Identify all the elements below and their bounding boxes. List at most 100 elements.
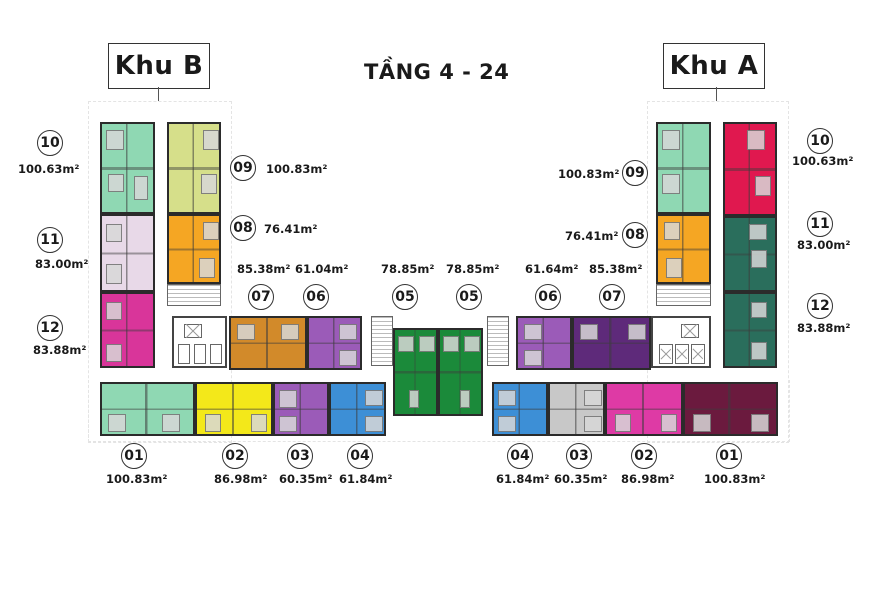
unit-number-b-01: 01 [121,443,147,469]
unit-number-a-01: 01 [716,443,742,469]
unit-number-a-09: 09 [622,160,648,186]
elevator [675,344,689,364]
unit-number-a-07: 07 [599,284,625,310]
elevator [691,344,705,364]
unit-number-b-02: 02 [222,443,248,469]
room [237,324,255,340]
room [755,176,771,196]
unit-area-a-02: 86.98m² [621,472,675,486]
room [205,414,221,432]
unit-area-b-11: 83.00m² [35,257,89,271]
room [106,224,122,242]
room [279,416,297,432]
room [108,174,124,192]
unit-number-a-02: 02 [631,443,657,469]
room [409,390,419,408]
unit-area-b-01: 100.83m² [106,472,168,486]
unit-a-09[interactable] [656,122,711,214]
unit-number-b-09: 09 [230,155,256,181]
unit-area-b-10: 100.63m² [18,162,80,176]
unit-b-07[interactable] [229,316,307,370]
unit-area-b-12: 83.88m² [33,343,87,357]
unit-a-02[interactable] [605,382,683,436]
room [365,390,383,406]
elevator [681,324,699,338]
khu-b-frame [88,101,232,443]
unit-a-05[interactable] [438,328,483,416]
floor-title: TẦNG 4 - 24 [364,60,510,84]
elevator-core-a [651,316,711,368]
unit-number-b-07: 07 [248,284,274,310]
unit-area-a-04: 61.84m² [496,472,550,486]
elevator [659,344,673,364]
unit-number-a-06: 06 [535,284,561,310]
stairwell-center-left [371,316,393,366]
room [251,414,267,432]
unit-a-07[interactable] [572,316,651,370]
unit-number-b-06: 06 [303,284,329,310]
room [464,336,480,352]
unit-b-09[interactable] [167,122,221,214]
room [662,174,680,194]
room [419,336,435,352]
room [584,416,602,432]
zone-label-khu-b: Khu B [108,43,210,89]
unit-area-a-03: 60.35m² [554,472,608,486]
unit-a-03[interactable] [548,382,605,436]
unit-a-11[interactable] [723,216,777,292]
unit-area-b-06: 61.04m² [295,262,349,276]
zone-b-connector [158,87,159,101]
unit-number-b-05: 05 [392,284,418,310]
unit-a-12[interactable] [723,292,777,368]
room [281,324,299,340]
unit-b-05[interactable] [393,328,438,416]
room [398,336,414,352]
room [662,130,680,150]
room [524,324,542,340]
room [106,130,124,150]
unit-a-06[interactable] [516,316,572,370]
room [666,258,682,278]
unit-number-a-12: 12 [807,293,833,319]
unit-b-11[interactable] [100,214,155,292]
unit-number-a-05: 05 [456,284,482,310]
room [664,222,680,240]
room [365,416,383,432]
room [751,342,767,360]
room [524,350,542,366]
unit-b-06[interactable] [307,316,362,370]
unit-b-01[interactable] [100,382,195,436]
unit-a-08[interactable] [656,214,711,284]
unit-b-03[interactable] [273,382,329,436]
unit-b-04[interactable] [329,382,386,436]
room [106,264,122,284]
shaft [210,344,222,364]
unit-b-10[interactable] [100,122,155,214]
unit-a-01[interactable] [683,382,778,436]
unit-area-a-06: 61.64m² [525,262,579,276]
stairwell-b [167,284,221,306]
unit-area-a-05: 78.85m² [446,262,500,276]
room [751,250,767,268]
bottom-frame [88,380,790,442]
unit-b-08[interactable] [167,214,221,284]
room [279,390,297,408]
room [106,302,122,320]
stairwell-a [656,284,711,306]
room [580,324,598,340]
shaft [194,344,206,364]
room [162,414,180,432]
room [201,174,217,194]
shaft [178,344,190,364]
unit-b-12[interactable] [100,292,155,368]
unit-a-04[interactable] [492,382,548,436]
room [460,390,470,408]
room [134,176,148,200]
unit-number-a-10: 10 [807,128,833,154]
elevator [184,324,202,338]
unit-number-b-03: 03 [287,443,313,469]
unit-a-10[interactable] [723,122,777,216]
unit-b-02[interactable] [195,382,273,436]
unit-number-a-08: 08 [622,222,648,248]
khu-a-frame [647,101,789,443]
